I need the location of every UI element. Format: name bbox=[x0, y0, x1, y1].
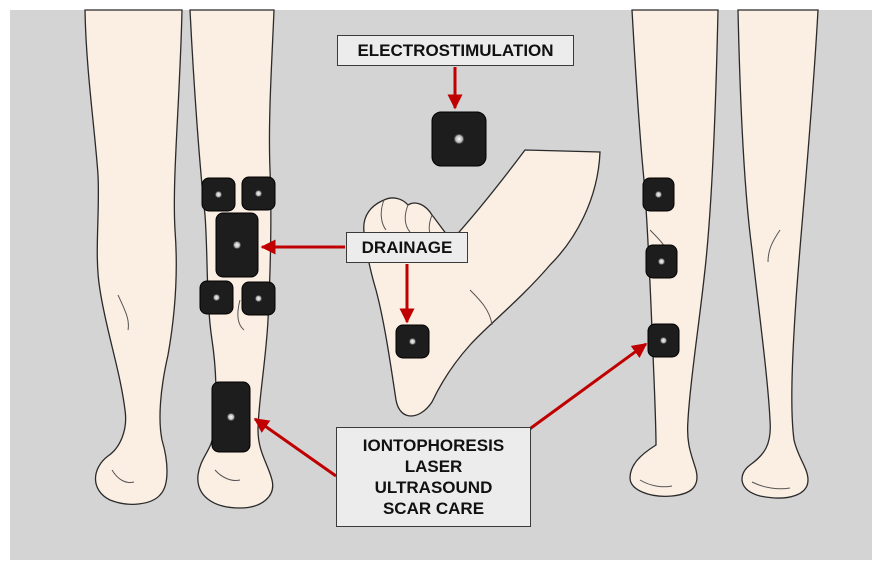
electrode-drainage-foot bbox=[396, 325, 429, 358]
electrode-drainage-large bbox=[216, 213, 258, 277]
label-laser: LASER bbox=[337, 456, 530, 477]
electrode-drainage-small-2 bbox=[242, 177, 275, 210]
label-treatments: IONTOPHORESIS LASER ULTRASOUND SCAR CARE bbox=[336, 427, 531, 527]
label-scar-care: SCAR CARE bbox=[337, 498, 530, 519]
electrode-achilles bbox=[212, 382, 250, 452]
electrode-drainage-small-1 bbox=[202, 178, 235, 211]
electrode-drainage-small-3 bbox=[200, 281, 233, 314]
electrode-anterior-3 bbox=[648, 324, 679, 357]
electrode-electrostimulation bbox=[432, 112, 486, 166]
electrode-anterior-1 bbox=[643, 178, 674, 211]
electrode-drainage-small-4 bbox=[242, 282, 275, 315]
label-ultrasound: ULTRASOUND bbox=[337, 477, 530, 498]
label-electrostimulation: ELECTROSTIMULATION bbox=[337, 35, 574, 66]
label-drainage: DRAINAGE bbox=[346, 232, 468, 263]
electrode-anterior-2 bbox=[646, 245, 677, 278]
label-iontophoresis: IONTOPHORESIS bbox=[337, 435, 530, 456]
